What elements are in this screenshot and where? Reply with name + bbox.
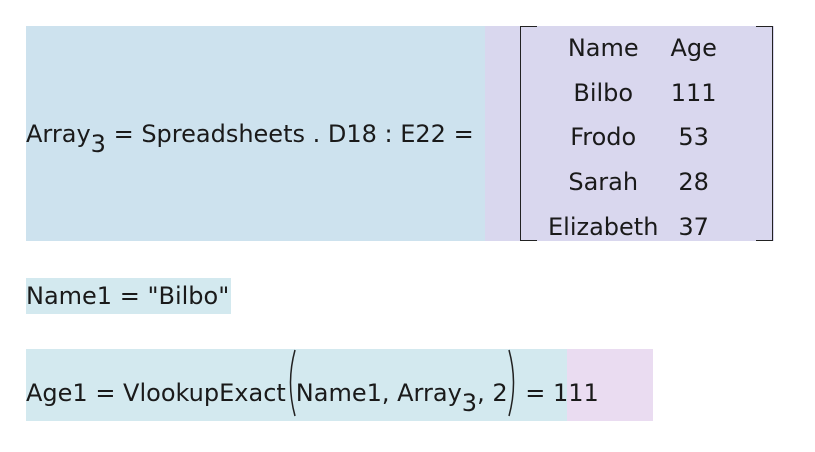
- age-expression: Age1 = VlookupExact Name1, Array3, 2 = 11…: [26, 349, 599, 417]
- matrix-row: Frodo 53: [542, 115, 723, 160]
- matrix-row: Elizabeth 37: [542, 204, 723, 249]
- array-definition[interactable]: Array3 = Spreadsheets . D18 : E22 = Name…: [26, 26, 774, 241]
- argument-subscript: 3: [461, 389, 478, 417]
- array-expression: Array3 = Spreadsheets . D18 : E22 =: [26, 119, 474, 158]
- name-definition[interactable]: Name1 = "Bilbo": [26, 278, 232, 314]
- matrix-right-bracket: [756, 26, 773, 241]
- matrix-left-bracket: [520, 26, 537, 241]
- name-definition-text: Name1 = "Bilbo": [26, 282, 230, 310]
- age-function-call: Age1 = VlookupExact: [26, 379, 286, 407]
- result-matrix: Name Age Bilbo 111 Frodo 53 Sarah 28 Eli…: [520, 26, 773, 241]
- matrix-cell-name: Frodo: [570, 123, 637, 152]
- function-argument-1: Name1, Array: [295, 379, 462, 407]
- equals-sign: =: [113, 120, 134, 148]
- age-definition-lhs-background: [26, 349, 567, 421]
- function-argument-2: , 2: [477, 379, 508, 407]
- array-source-range: Spreadsheets . D18 : E22: [141, 120, 446, 148]
- matrix-row: Bilbo 111: [542, 71, 723, 116]
- matrix-cell-age: 28: [678, 168, 709, 197]
- matrix-cell-age: 111: [670, 78, 717, 107]
- array-definition-result-background: [485, 26, 774, 241]
- matrix-cell-name: Bilbo: [573, 78, 634, 107]
- matrix-table: Name Age Bilbo 111 Frodo 53 Sarah 28 Eli…: [542, 26, 723, 249]
- matrix-header-row: Name Age: [542, 26, 723, 71]
- array-definition-lhs-background: [26, 26, 485, 241]
- left-parenthesis: [286, 349, 296, 417]
- age-definition[interactable]: Age1 = VlookupExact Name1, Array3, 2 = 11…: [26, 349, 653, 421]
- array-subscript: 3: [90, 130, 106, 158]
- equals-sign-2: =: [453, 120, 474, 148]
- age-definition-result-background: [567, 349, 653, 421]
- array-name: Array: [26, 120, 91, 148]
- age-result: = 111: [525, 379, 599, 407]
- matrix-cell-name: Elizabeth: [548, 212, 659, 241]
- matrix-header-age: Age: [670, 34, 717, 63]
- matrix-cell-name: Sarah: [568, 168, 639, 197]
- matrix-cell-age: 53: [678, 123, 709, 152]
- matrix-cell-age: 37: [678, 212, 709, 241]
- matrix-header-name: Name: [567, 34, 639, 63]
- right-parenthesis: [507, 349, 518, 417]
- matrix-row: Sarah 28: [542, 160, 723, 205]
